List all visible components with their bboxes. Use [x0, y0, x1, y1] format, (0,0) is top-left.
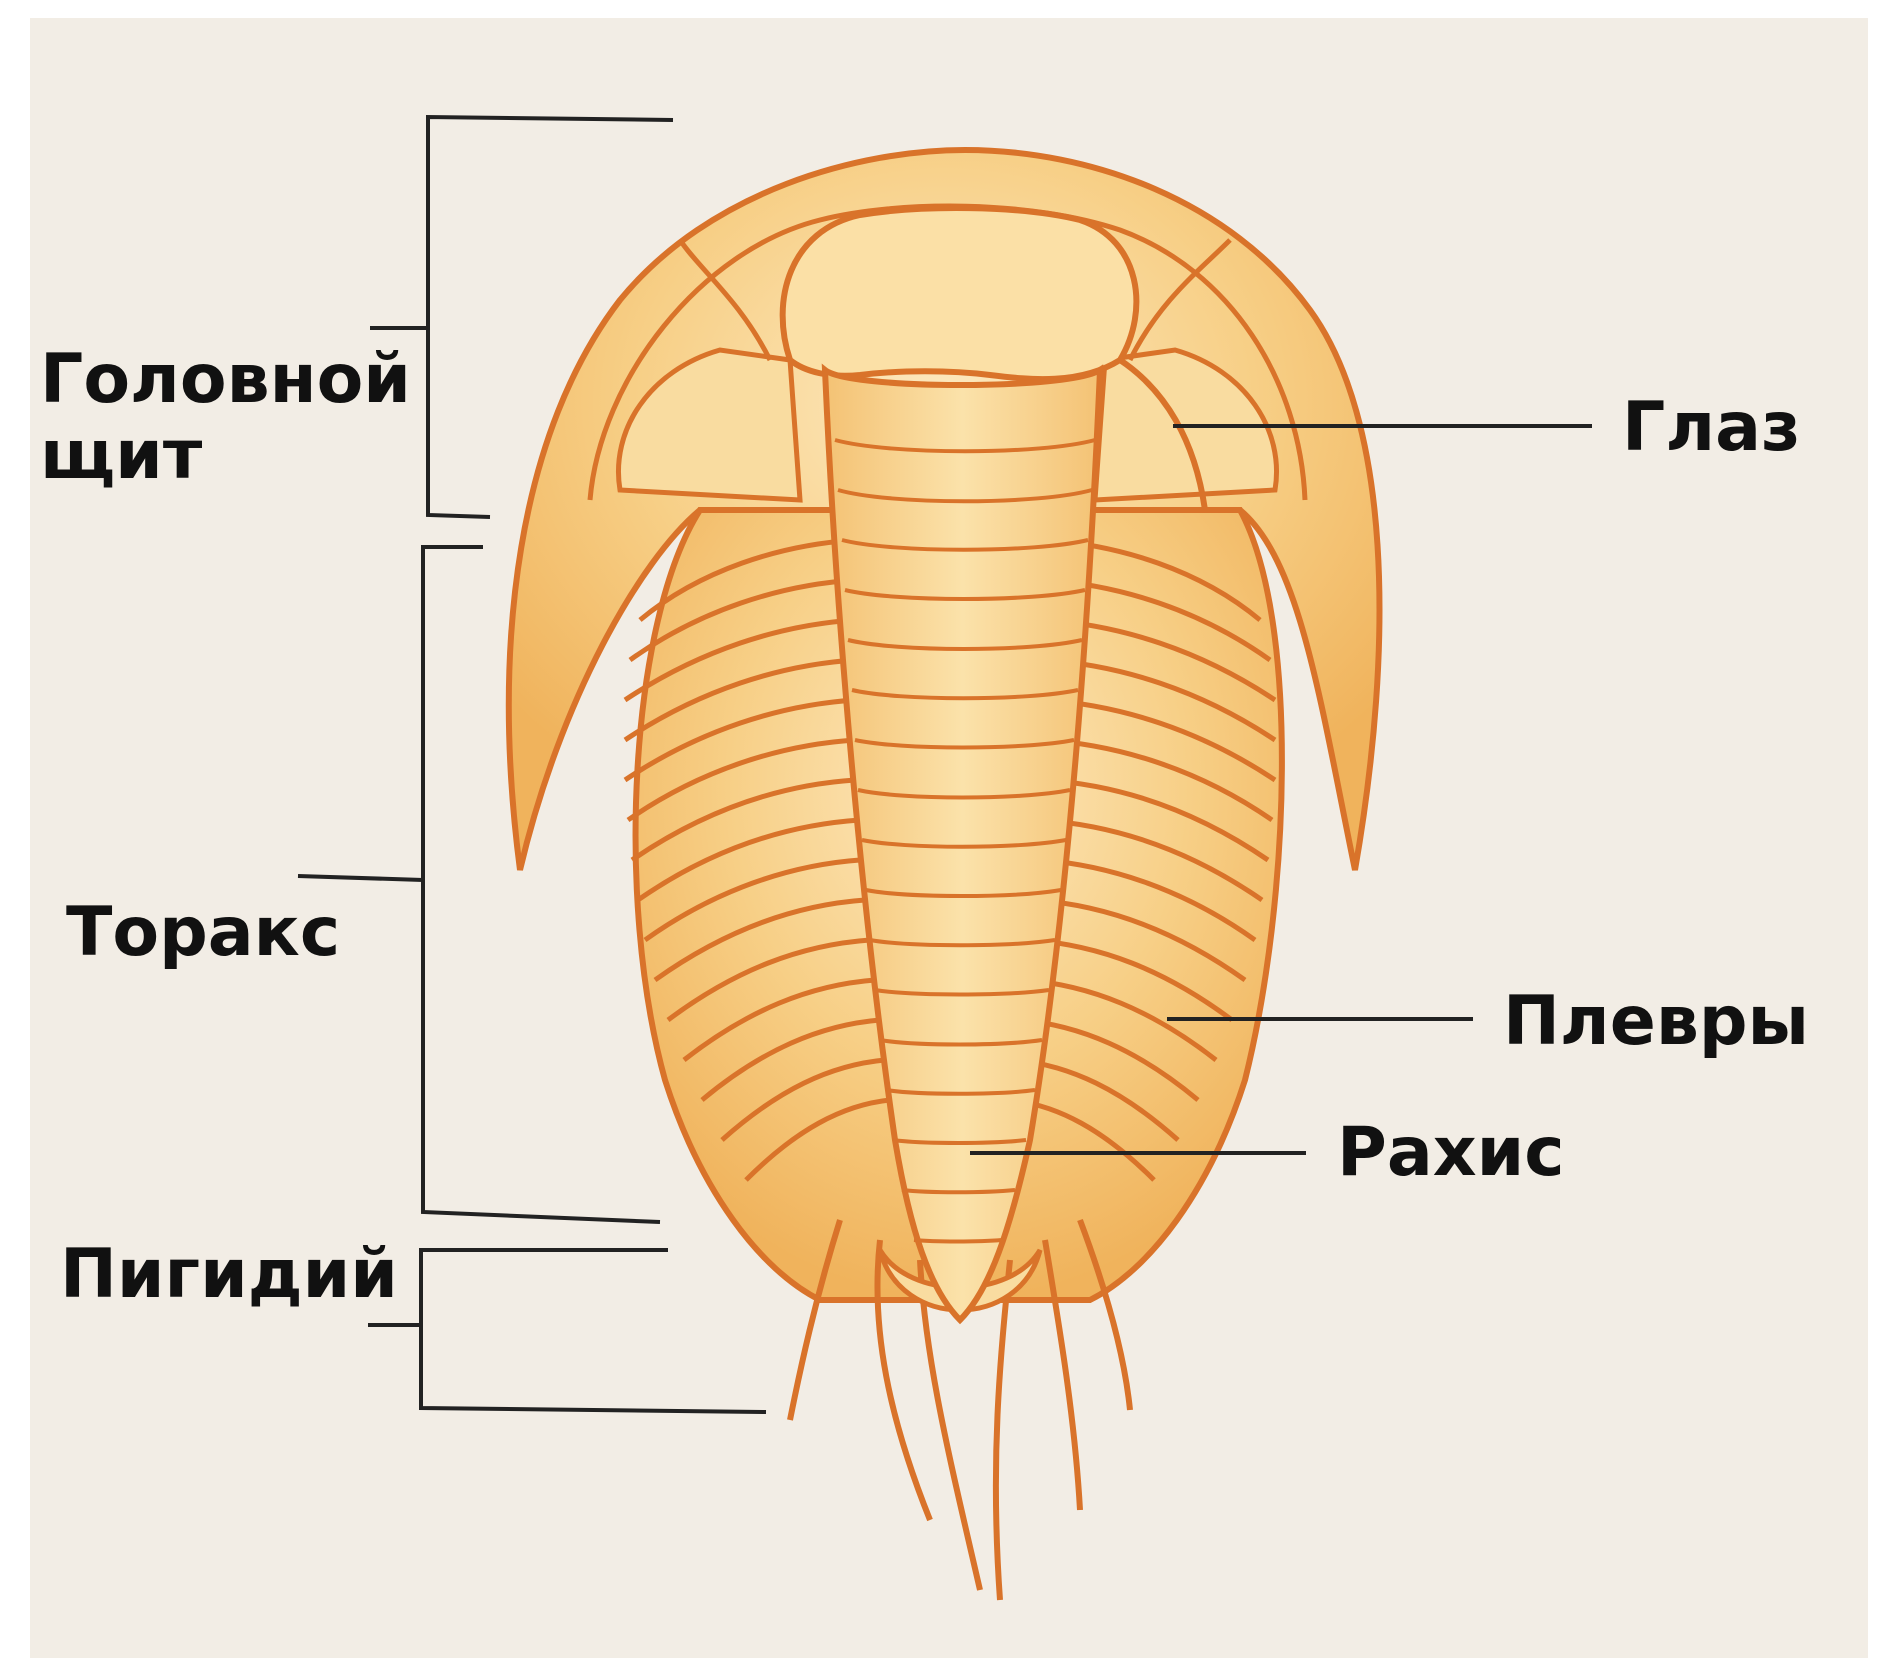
label-head-shield-line2: щит: [40, 416, 202, 495]
label-head-shield: Головнойщит: [40, 342, 411, 494]
trilobite-illustration: [509, 150, 1380, 1600]
label-head-shield-line1: Головной: [40, 340, 411, 419]
pygidium-bracket: [421, 1250, 766, 1412]
label-rachis: Рахис: [1337, 1115, 1565, 1191]
thorax-bracket-tick: [298, 876, 423, 880]
label-pygidium: Пигидий: [60, 1237, 398, 1313]
label-pleura: Плевры: [1503, 984, 1809, 1060]
label-thorax: Торакс: [66, 895, 340, 971]
label-eye: Глаз: [1622, 390, 1801, 466]
glabella: [783, 208, 1137, 379]
